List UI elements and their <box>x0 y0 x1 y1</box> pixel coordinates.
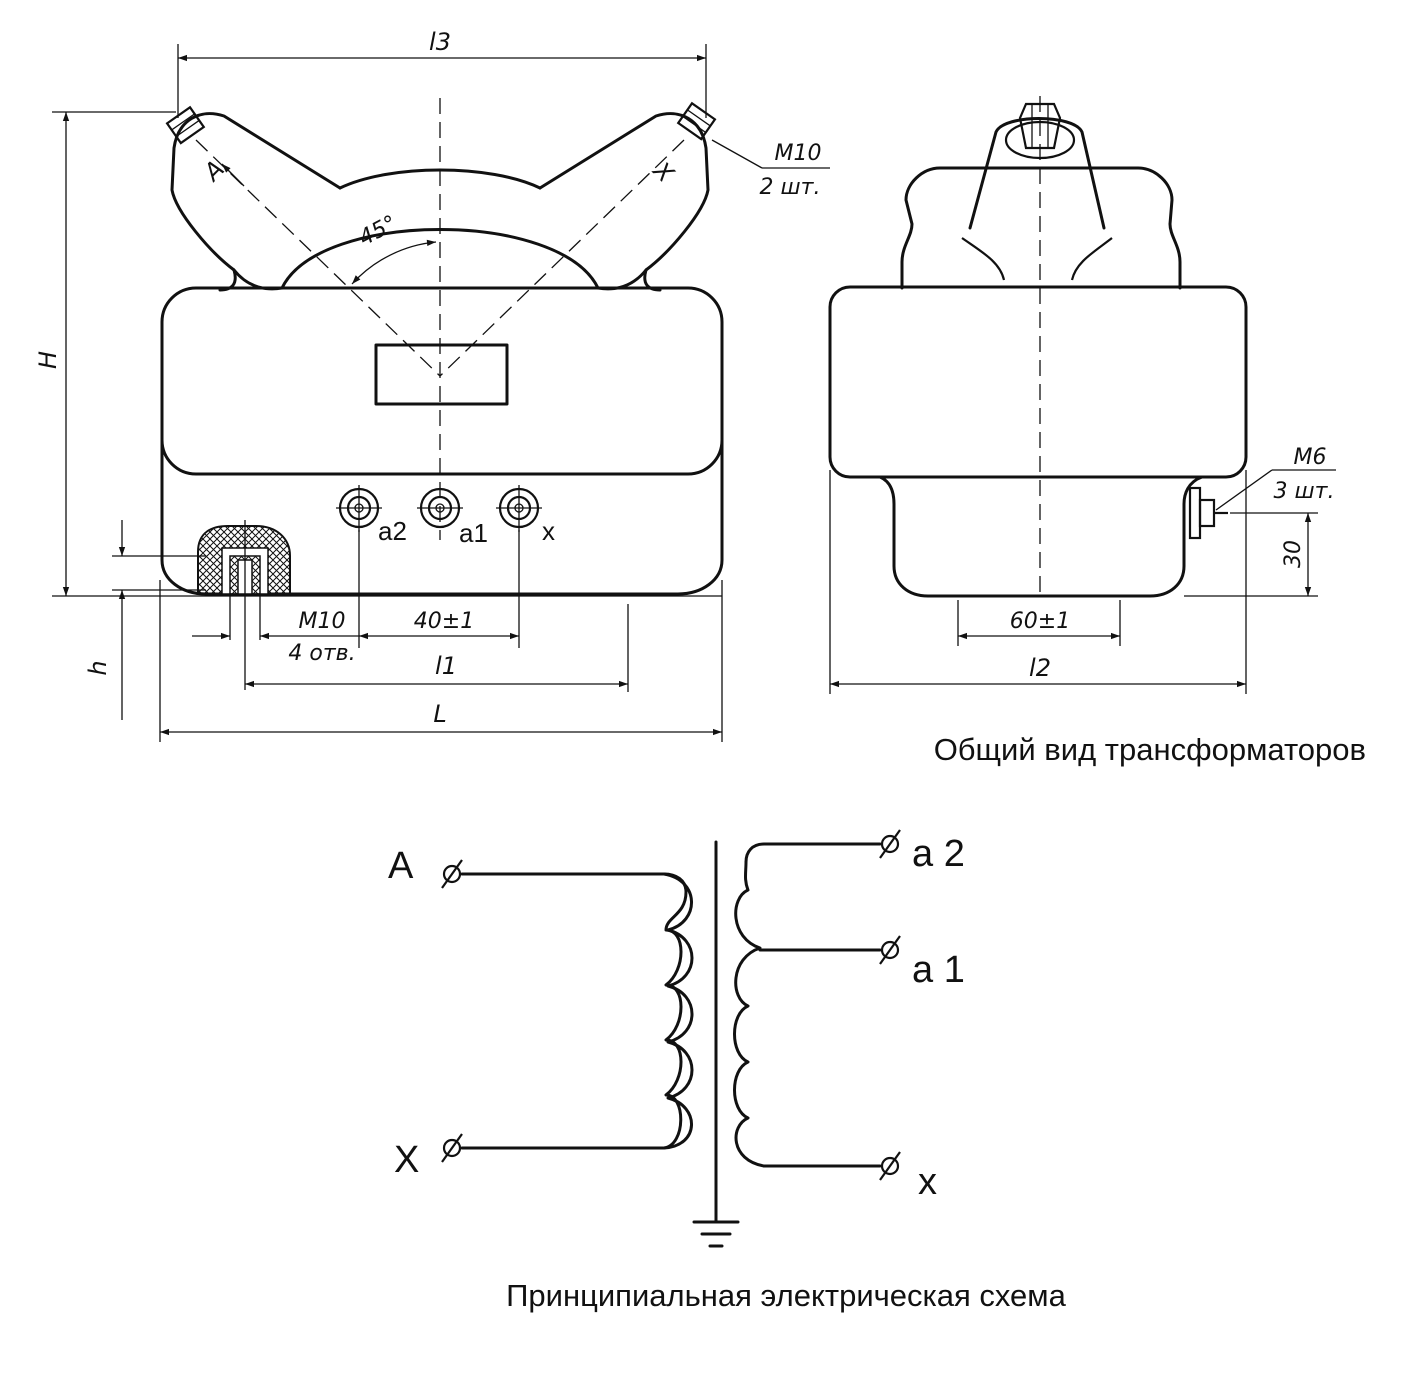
terminal-x-marker-icon <box>879 1151 901 1181</box>
terminal-a1-icon <box>417 487 463 529</box>
side-bushing-flare-right <box>1070 237 1113 281</box>
right-bolt-icon <box>676 101 717 141</box>
secondary-coil <box>733 860 766 1168</box>
ground-leader <box>1215 469 1273 511</box>
left-bushing-arm <box>170 112 342 292</box>
schematic: A X a 2 a 1 x <box>388 829 965 1248</box>
angle-arc <box>351 239 437 285</box>
front-upper-body <box>160 286 724 476</box>
mounting-hole-section <box>197 520 291 690</box>
primary-coil <box>662 872 694 1150</box>
L-label: L <box>433 700 446 728</box>
terminal-A-label: A <box>197 155 230 188</box>
terminal-X-marker-icon <box>441 1133 463 1163</box>
terminal-a1-marker-icon <box>879 935 901 965</box>
ground-count-label: 3 шт. <box>1274 479 1335 504</box>
schematic-A-label: A <box>388 845 414 887</box>
side-dimensions: M6 3 шт. 30 60±1 l2 <box>829 445 1336 694</box>
right-arm-root <box>596 268 648 291</box>
schematic-a2-label: a 2 <box>912 833 965 875</box>
bolt-leader <box>711 139 763 169</box>
ground-thread-label: M6 <box>1294 445 1327 470</box>
side-bushing <box>968 117 1106 230</box>
side-bushing-flare-left <box>961 237 1006 281</box>
secondary-winding-lead-top <box>744 842 882 864</box>
terminal-A-marker-icon <box>441 859 463 889</box>
terminal-X-label: X <box>646 155 679 188</box>
hole-count-label: 4 отв. <box>288 641 355 666</box>
terminal-spacing-label: 40±1 <box>414 609 474 634</box>
terminal-a2-icon <box>336 485 382 532</box>
schematic-caption: Принципиальная электрическая схема <box>506 1278 1066 1313</box>
side-lower-body <box>878 475 1204 598</box>
h-label: h <box>84 660 112 675</box>
general-view-caption: Общий вид трансформаторов <box>934 732 1366 767</box>
side-view <box>828 96 1248 598</box>
schematic-x-label: x <box>918 1161 937 1203</box>
schematic-X-label: X <box>394 1139 419 1181</box>
right-arm-axis <box>439 139 685 377</box>
left-bolt-icon <box>165 105 206 145</box>
terminal-a2-marker-icon <box>879 829 901 859</box>
l3-label: l3 <box>429 28 451 56</box>
angle-label: 45° <box>355 211 401 251</box>
l1-label: l1 <box>435 652 457 680</box>
primary-winding <box>460 872 688 1150</box>
bolt-count-label: 2 шт. <box>760 175 821 200</box>
ground-height-label: 30 <box>1281 540 1306 568</box>
terminal-a1-label: a1 <box>459 518 488 548</box>
left-arm-root <box>232 268 284 291</box>
side-main-body <box>828 285 1248 479</box>
hole-thread-label: M10 <box>299 609 346 634</box>
schematic-a1-label: a 1 <box>912 949 965 991</box>
terminal-a2-label: a2 <box>378 516 407 546</box>
front-lower-body <box>160 438 724 596</box>
nameplate <box>374 343 509 406</box>
terminal-A-arrow <box>221 163 245 187</box>
terminal-x-icon <box>496 485 542 532</box>
bolt-thread-label: M10 <box>775 141 822 166</box>
front-dimensions: l3 H h M10 4 отв. 40±1 l1 L <box>34 28 830 742</box>
ground-bolt-icon <box>1188 486 1228 540</box>
right-bushing-arm <box>538 112 710 292</box>
ground-symbol-icon <box>692 1220 740 1248</box>
mount-spacing-label: 60±1 <box>1010 609 1070 634</box>
H-label: H <box>34 351 62 369</box>
terminal-x-label: x <box>542 516 555 546</box>
top-nut-icon <box>1018 102 1062 150</box>
side-upper-housing <box>900 166 1182 290</box>
front-view: A X 45° <box>160 98 724 690</box>
l2-label: l2 <box>1029 654 1051 682</box>
